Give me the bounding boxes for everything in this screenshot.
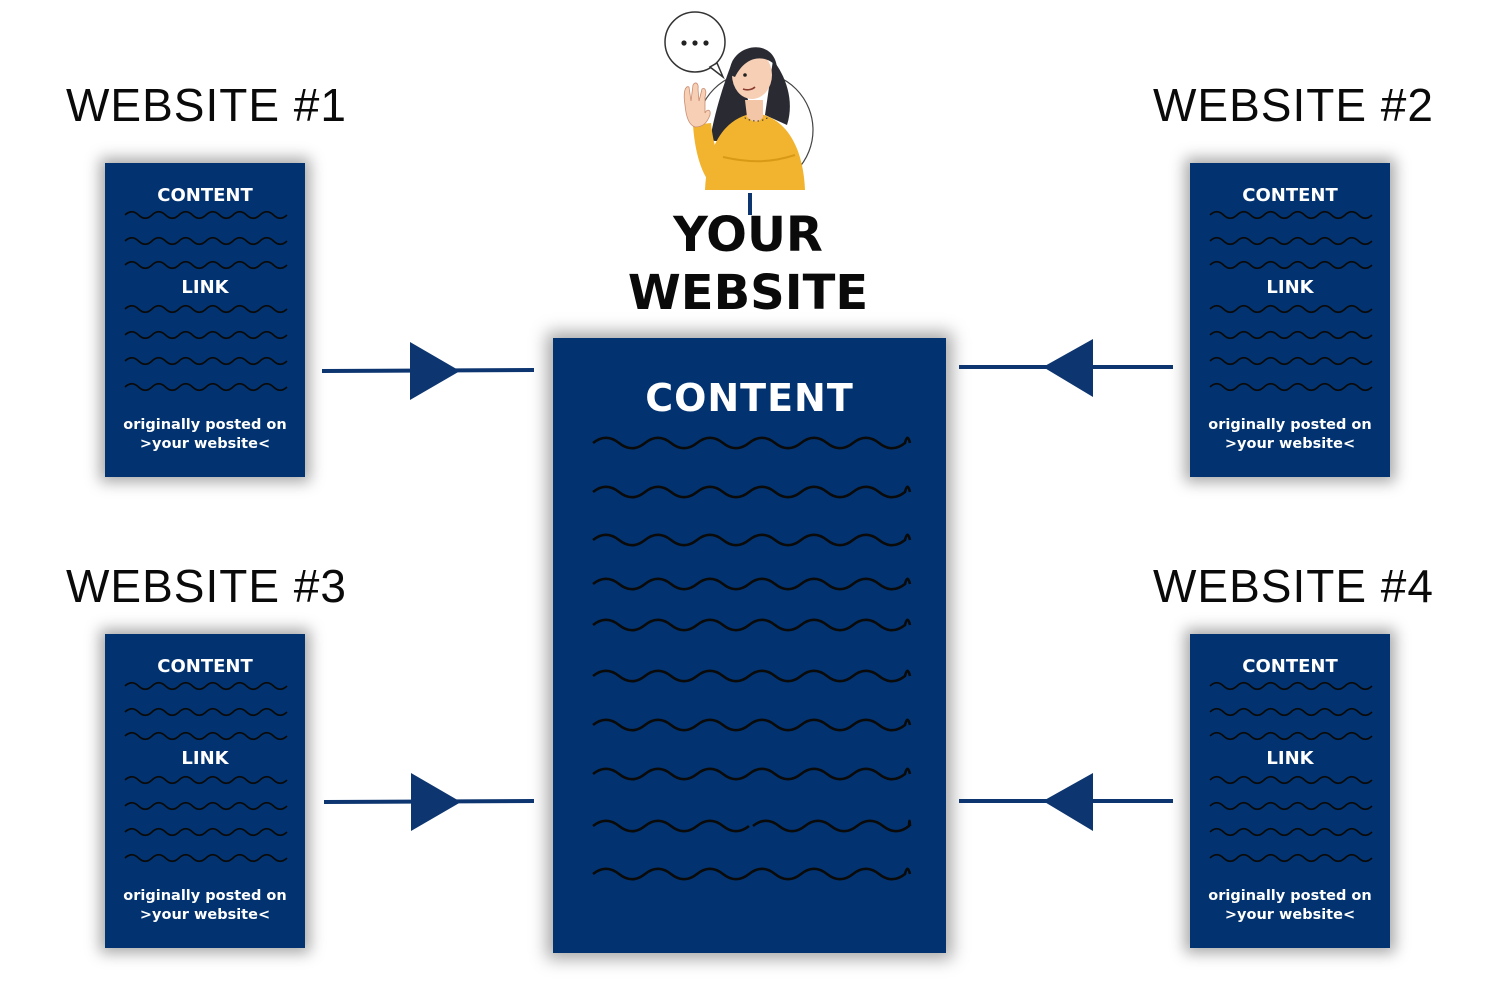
wave-line: [1209, 210, 1373, 220]
wave-line: [592, 533, 912, 547]
wave-line: [124, 330, 288, 340]
website-3-title: WEBSITE #3: [66, 560, 347, 612]
website-4-footer-line2: >your website<: [1224, 907, 1356, 923]
arrow-left-icon: [959, 339, 1173, 397]
wave-line: [124, 260, 288, 270]
website-4-title: WEBSITE #4: [1153, 560, 1434, 612]
your-website-title-line1: YOUR: [673, 207, 823, 263]
wave-line: [1209, 382, 1373, 392]
wave-line: [1209, 260, 1373, 270]
arrow-left-icon: [959, 773, 1173, 831]
wave-line: [592, 767, 912, 781]
wave-line: [124, 236, 288, 246]
website-3-link-label: LINK: [181, 748, 229, 769]
website-2-title: WEBSITE #2: [1153, 79, 1434, 131]
wave-line: [124, 853, 288, 863]
website-1-link-label: LINK: [181, 277, 229, 298]
wave-line: [1209, 330, 1373, 340]
speech-bubble-icon: [664, 11, 726, 80]
website-2-card: CONTENT LINK originally posted on >your …: [1190, 163, 1390, 477]
website-4-content-label: CONTENT: [1242, 656, 1338, 677]
your-website-title-line2: WEBSITE: [627, 265, 869, 321]
your-website-card: CONTENT: [553, 338, 946, 953]
website-4-card: CONTENT LINK originally posted on >your …: [1190, 634, 1390, 948]
text-wave-lines: [124, 681, 288, 863]
website-3-footer-line1: originally posted on: [123, 888, 287, 904]
website-1-title: WEBSITE #1: [66, 79, 347, 131]
website-3-content-label: CONTENT: [157, 656, 253, 677]
wave-line: [124, 304, 288, 314]
website-1-footer-line1: originally posted on: [123, 417, 287, 433]
website-4-footer: originally posted on >your website<: [1190, 887, 1390, 925]
wave-line: [1209, 236, 1373, 246]
wave-line: [1209, 801, 1373, 811]
wave-line: [592, 819, 750, 833]
arrow-right-icon: [324, 773, 535, 831]
text-wave-lines: [1209, 681, 1373, 863]
website-3-card: CONTENT LINK originally posted on >your …: [105, 634, 305, 948]
website-1-footer-line2: >your website<: [139, 436, 271, 452]
your-website-title: YOUR WEBSITE: [598, 206, 898, 322]
website-2-footer-line1: originally posted on: [1208, 417, 1372, 433]
website-1-footer: originally posted on >your website<: [105, 416, 305, 454]
website-1-card: CONTENT LINK originally posted on >your …: [105, 163, 305, 477]
wave-line: [124, 801, 288, 811]
wave-line: [592, 669, 912, 683]
wave-line: [1209, 853, 1373, 863]
wave-line: [752, 819, 912, 833]
website-4-footer-line1: originally posted on: [1208, 888, 1372, 904]
website-1-content-label: CONTENT: [157, 185, 253, 206]
wave-line: [1209, 681, 1373, 691]
wave-line: [1209, 304, 1373, 314]
wave-line: [592, 436, 912, 450]
text-wave-lines: [1209, 210, 1373, 392]
waving-woman-icon: [664, 11, 814, 215]
arrow-right-icon: [322, 342, 535, 400]
your-website-content-label: CONTENT: [645, 376, 854, 420]
website-2-footer-line2: >your website<: [1224, 436, 1356, 452]
wave-line: [1209, 356, 1373, 366]
website-4-link-label: LINK: [1266, 748, 1314, 769]
wave-line: [124, 731, 288, 741]
text-wave-lines: [124, 210, 288, 392]
wave-line: [124, 382, 288, 392]
wave-line: [1209, 775, 1373, 785]
wave-line: [124, 210, 288, 220]
website-3-footer-line2: >your website<: [139, 907, 271, 923]
wave-line: [124, 827, 288, 837]
wave-line: [124, 707, 288, 717]
website-2-link-label: LINK: [1266, 277, 1314, 298]
wave-line: [592, 618, 912, 632]
wave-line: [592, 718, 912, 732]
wave-line: [1209, 707, 1373, 717]
website-2-content-label: CONTENT: [1242, 185, 1338, 206]
website-2-footer: originally posted on >your website<: [1190, 416, 1390, 454]
wave-line: [124, 681, 288, 691]
wave-line: [124, 775, 288, 785]
wave-line: [592, 485, 912, 499]
wave-line: [592, 577, 912, 591]
website-3-footer: originally posted on >your website<: [105, 887, 305, 925]
wave-line: [124, 356, 288, 366]
wave-line: [1209, 827, 1373, 837]
wave-line: [592, 867, 912, 881]
wave-line: [1209, 731, 1373, 741]
text-wave-lines: [592, 436, 912, 881]
